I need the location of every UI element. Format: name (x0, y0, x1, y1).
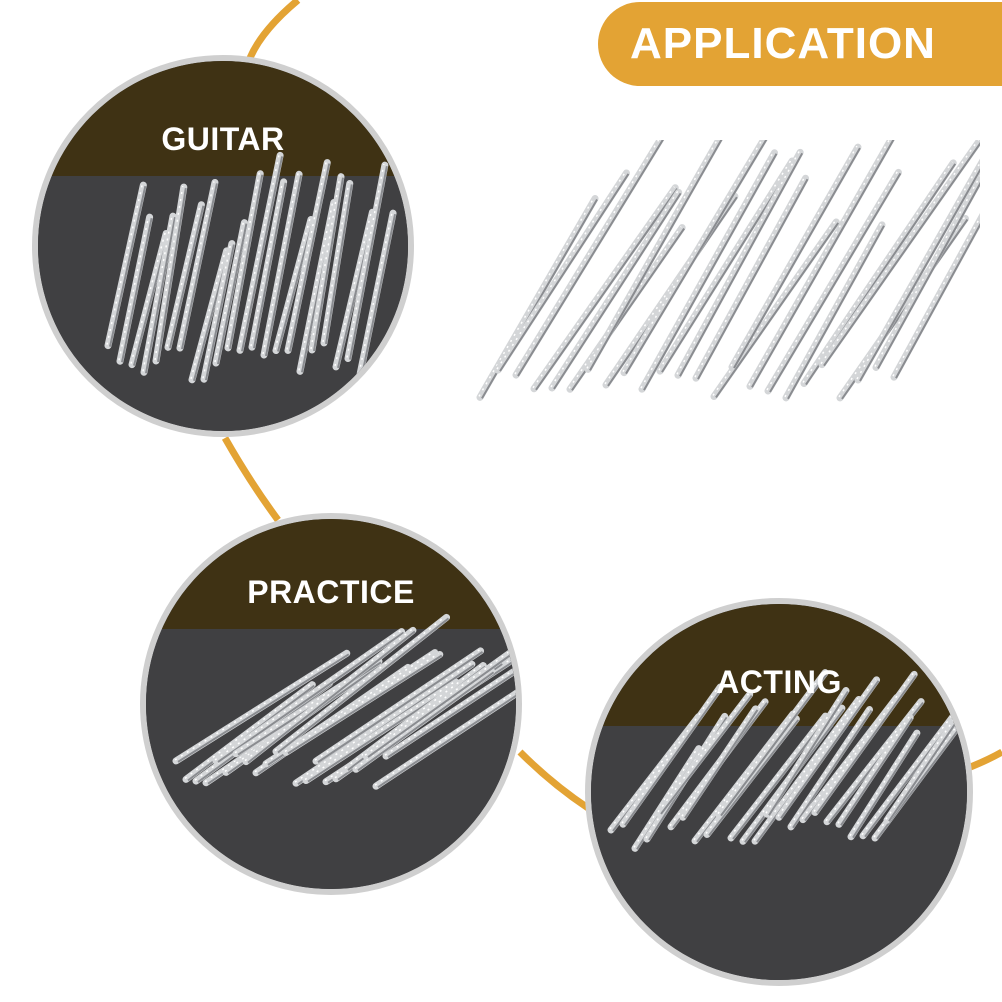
fret-wire (284, 159, 331, 354)
fret-wire (818, 140, 980, 369)
background-floor (591, 726, 967, 980)
fret-wire (362, 644, 516, 760)
fret-wire-bundle-image (172, 613, 516, 790)
label-band (38, 61, 408, 176)
fret-wire (679, 705, 760, 821)
fret-wire (212, 219, 248, 367)
fret-wire-bundle-image (607, 669, 967, 852)
fret-wire (854, 158, 980, 384)
fret-wire (344, 161, 389, 363)
fret-wire (872, 172, 980, 371)
fret-wire (200, 240, 236, 383)
acting-circle: ACTING (585, 598, 973, 986)
banner-title: APPLICATION (630, 19, 936, 68)
fret-wire (176, 178, 219, 352)
fret-wire (835, 714, 914, 828)
fret-wire (715, 669, 829, 819)
fret-wire (242, 626, 417, 766)
fret-wire (212, 628, 406, 765)
fret-wire (692, 174, 810, 382)
fret-wire (182, 681, 316, 783)
fret-wire (727, 712, 829, 842)
application-banner: APPLICATION (598, 2, 1002, 86)
label-band (591, 604, 967, 726)
fret-wire (763, 687, 850, 818)
fret-wire (224, 170, 264, 352)
fret-wire (655, 691, 754, 817)
practice-circle: PRACTICE (140, 513, 522, 895)
practice-label: PRACTICE (247, 574, 415, 610)
fret-wire (674, 148, 804, 379)
fret-wire (764, 168, 902, 395)
fret-wire (494, 169, 630, 374)
fret-wire (746, 140, 895, 390)
fret-wire (352, 667, 496, 773)
fret-wire (728, 143, 862, 371)
fret-wire (356, 209, 397, 379)
fret-wire (116, 213, 154, 365)
fret-wire (260, 170, 303, 359)
guitar-circle: GUITAR (32, 55, 414, 437)
fret-wire (584, 140, 723, 373)
fret-wire (152, 183, 188, 365)
label-band (146, 519, 516, 629)
fret-wire (140, 212, 177, 376)
fret-wire (382, 668, 516, 760)
fret-wire (512, 140, 665, 379)
fret-wire (530, 184, 679, 393)
fret-wire (272, 613, 451, 755)
fret-wire (782, 221, 886, 402)
fret-wire (372, 689, 516, 790)
fret-wire (164, 201, 205, 351)
fret-wire (172, 649, 351, 765)
fret-wire (320, 179, 354, 347)
fret-wire (847, 729, 921, 841)
acting-label: ACTING (716, 664, 842, 700)
fret-wire-bundle-image (104, 151, 397, 384)
fret-wire (787, 706, 873, 831)
fret-wire (236, 151, 284, 354)
fret-wire (282, 650, 444, 756)
fret-wire (248, 178, 288, 351)
fret-wire-bundle-image (476, 140, 980, 402)
fret-wire (104, 181, 147, 350)
fret-wire (800, 159, 957, 388)
fret-wire (619, 683, 724, 828)
fret-wire (620, 140, 768, 377)
fret-wire (308, 173, 345, 354)
fret-wire (890, 213, 980, 381)
guitar-label: GUITAR (161, 121, 285, 157)
fret-wire (775, 676, 881, 821)
fret-wire (548, 188, 683, 392)
fret-wire (638, 149, 779, 393)
fret-wire (312, 647, 485, 765)
fret-wire (811, 670, 918, 816)
fret-wire (883, 696, 967, 824)
